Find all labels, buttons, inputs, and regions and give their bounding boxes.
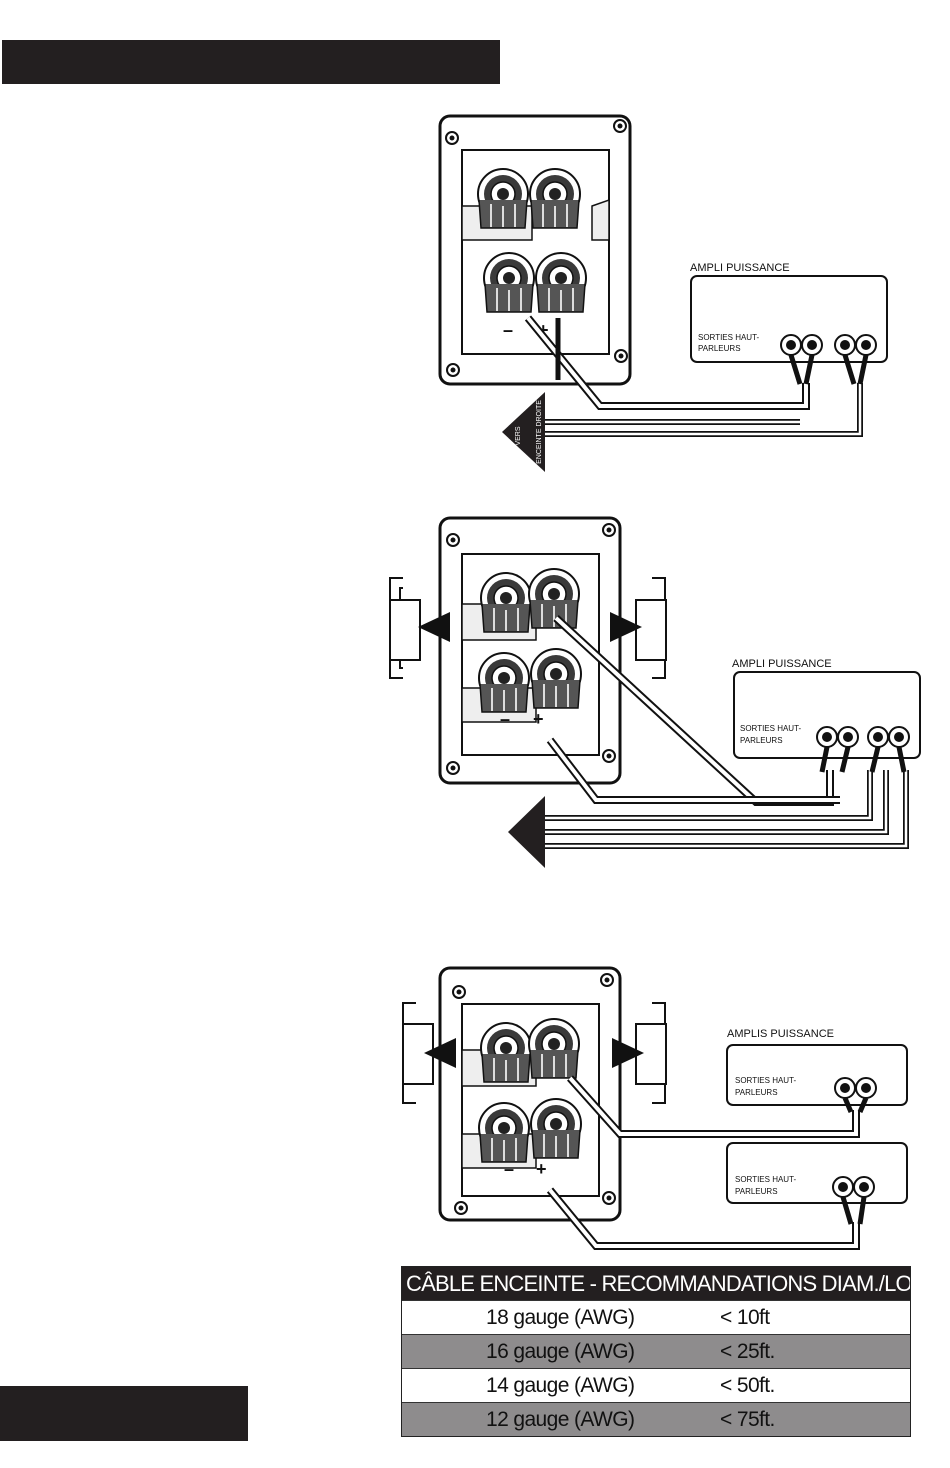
diagram-1: – + VERS ENCEINTE DROITE AMPLI PUISSANCE…	[438, 114, 888, 472]
footer-bar	[0, 1386, 248, 1441]
amp-title-3: AMPLIS PUISSANCE	[727, 1028, 834, 1040]
amp-title-2: AMPLI PUISSANCE	[732, 658, 832, 670]
terminal-minus-3: –	[504, 1159, 514, 1179]
length-cell: < 10ft	[720, 1306, 770, 1329]
outputs-label-3a: SORTIES HAUT-	[735, 1076, 797, 1085]
table-row: 14 gauge (AWG) < 50ft.	[402, 1368, 910, 1402]
terminal-plus-3: +	[536, 1159, 547, 1179]
length-cell: < 75ft.	[720, 1408, 775, 1431]
outputs-label-3b: PARLEURS	[735, 1088, 778, 1097]
gauge-cell: 12 gauge (AWG)	[486, 1408, 635, 1431]
terminal-plus-2: +	[533, 709, 544, 729]
outputs-label-1b: PARLEURS	[698, 344, 741, 353]
length-cell: < 25ft.	[720, 1340, 775, 1363]
section-header-bar	[2, 40, 500, 84]
amp-title-1: AMPLI PUISSANCE	[690, 262, 790, 274]
outputs-label-2b: PARLEURS	[740, 736, 783, 745]
arrow-label-1b: ENCEINTE DROITE	[536, 400, 543, 464]
diagram-2: – + AMPLI PUISSANCE SORTIES HAUT- PARLEU…	[389, 516, 921, 868]
gauge-cell: 16 gauge (AWG)	[486, 1340, 635, 1363]
gauge-cell: 18 gauge (AWG)	[486, 1306, 635, 1329]
terminal-plus-1: +	[538, 320, 549, 340]
table-title: CÂBLE ENCEINTE - RECOMMANDATIONS DIAM./L…	[402, 1267, 910, 1300]
terminal-minus-2: –	[500, 709, 510, 729]
length-cell: < 50ft.	[720, 1374, 775, 1397]
outputs-label-2a: SORTIES HAUT-	[740, 724, 802, 733]
outputs-label-3c: SORTIES HAUT-	[735, 1175, 797, 1184]
table-row: 16 gauge (AWG) < 25ft.	[402, 1334, 910, 1368]
arrow-label-1a: VERS	[515, 426, 522, 445]
outputs-label-1a: SORTIES HAUT-	[698, 333, 760, 342]
table-row: 12 gauge (AWG) < 75ft.	[402, 1402, 910, 1436]
terminal-minus-1: –	[503, 320, 513, 340]
outputs-label-3d: PARLEURS	[735, 1187, 778, 1196]
gauge-cell: 14 gauge (AWG)	[486, 1374, 635, 1397]
cable-recommendation-table: CÂBLE ENCEINTE - RECOMMANDATIONS DIAM./L…	[401, 1266, 911, 1437]
diagram-3: – + AMPLIS PUISSANCE SORTIES HAUT- PARLE…	[402, 966, 908, 1250]
table-row: 18 gauge (AWG) < 10ft	[402, 1300, 910, 1334]
